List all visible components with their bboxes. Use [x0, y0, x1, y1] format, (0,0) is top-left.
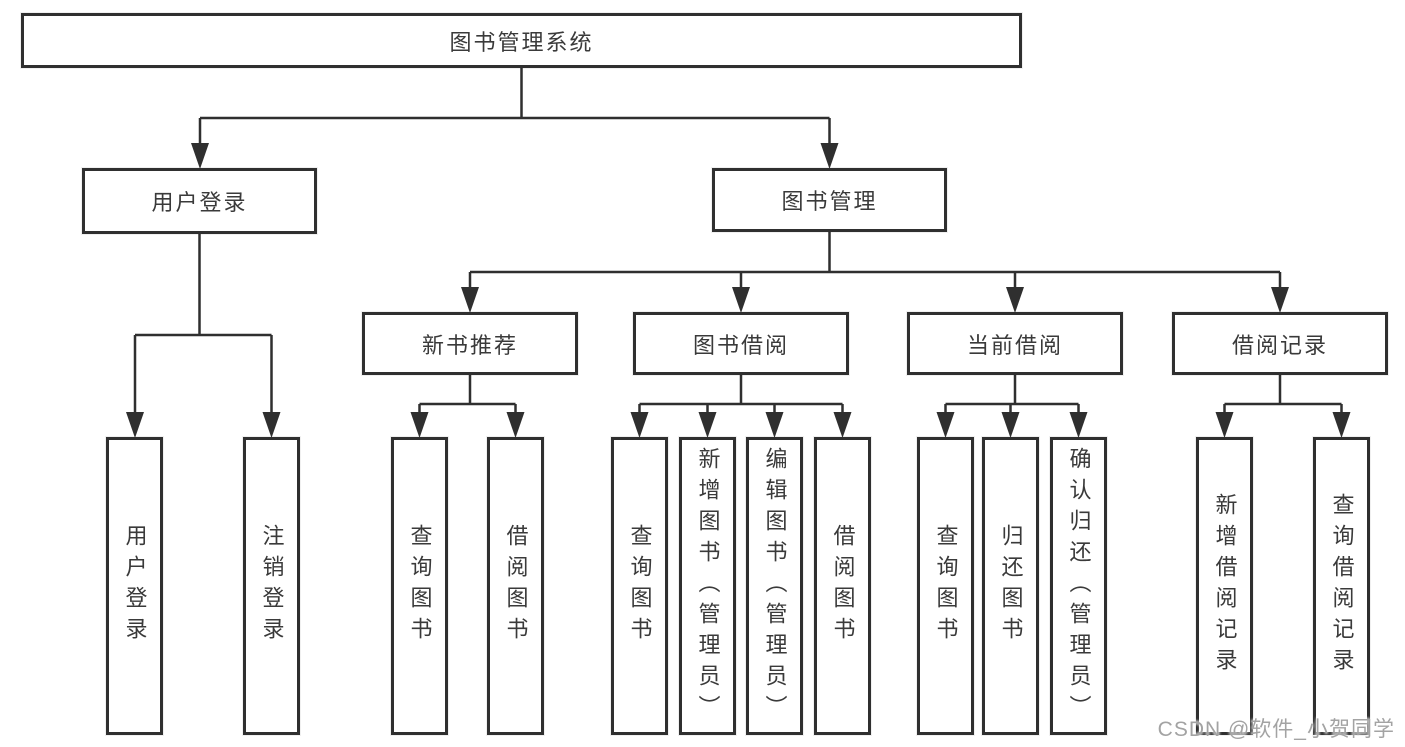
arrow-icon: [732, 287, 750, 313]
leaf-borrow-books: 借阅图书: [814, 437, 871, 735]
arrow-icon: [765, 412, 784, 438]
arrow-icon: [936, 412, 955, 438]
leaf-query-borrow-record: 查询借阅记录: [1313, 437, 1370, 735]
node-user-login: 用户登录: [82, 168, 317, 234]
arrow-icon: [262, 412, 281, 438]
arrow-icon: [1069, 412, 1088, 438]
leaf-borrow-books-recommend: 借阅图书: [487, 437, 544, 735]
arrow-icon: [1271, 287, 1289, 313]
arrow-icon: [126, 412, 144, 438]
node-borrow-records: 借阅记录: [1172, 312, 1388, 375]
leaf-query-books-current: 查询图书: [917, 437, 974, 735]
arrow-icon: [410, 412, 429, 438]
arrow-icon: [833, 412, 852, 438]
arrow-icon: [1001, 412, 1020, 438]
arrow-icon: [1332, 412, 1351, 438]
arrow-icon: [1006, 287, 1024, 313]
arrow-icon: [1215, 412, 1234, 438]
leaf-edit-book-admin: 编辑图书（管理员）: [746, 437, 803, 735]
csdn-watermark: CSDN @软件_小贺同学: [1157, 718, 1395, 741]
leaf-query-books-borrow: 查询图书: [611, 437, 668, 735]
leaf-user-login: 用户登录: [106, 437, 163, 735]
leaf-logout: 注销登录: [243, 437, 300, 735]
node-book-borrow: 图书借阅: [633, 312, 849, 375]
node-book-management: 图书管理: [712, 168, 947, 232]
arrow-icon: [506, 412, 525, 438]
leaf-return-book: 归还图书: [982, 437, 1039, 735]
node-current-borrow: 当前借阅: [907, 312, 1123, 375]
arrow-icon: [191, 143, 209, 169]
arrow-icon: [630, 412, 649, 438]
node-root: 图书管理系统: [21, 13, 1022, 68]
leaf-confirm-return-admin: 确认归还（管理员）: [1050, 437, 1107, 735]
leaf-add-book-admin: 新增图书（管理员）: [679, 437, 736, 735]
arrow-icon: [820, 143, 839, 169]
arrow-icon: [698, 412, 717, 438]
leaf-add-borrow-record: 新增借阅记录: [1196, 437, 1253, 735]
node-new-book-recommend: 新书推荐: [362, 312, 578, 375]
arrow-icon: [461, 287, 479, 313]
leaf-query-books-recommend: 查询图书: [391, 437, 448, 735]
